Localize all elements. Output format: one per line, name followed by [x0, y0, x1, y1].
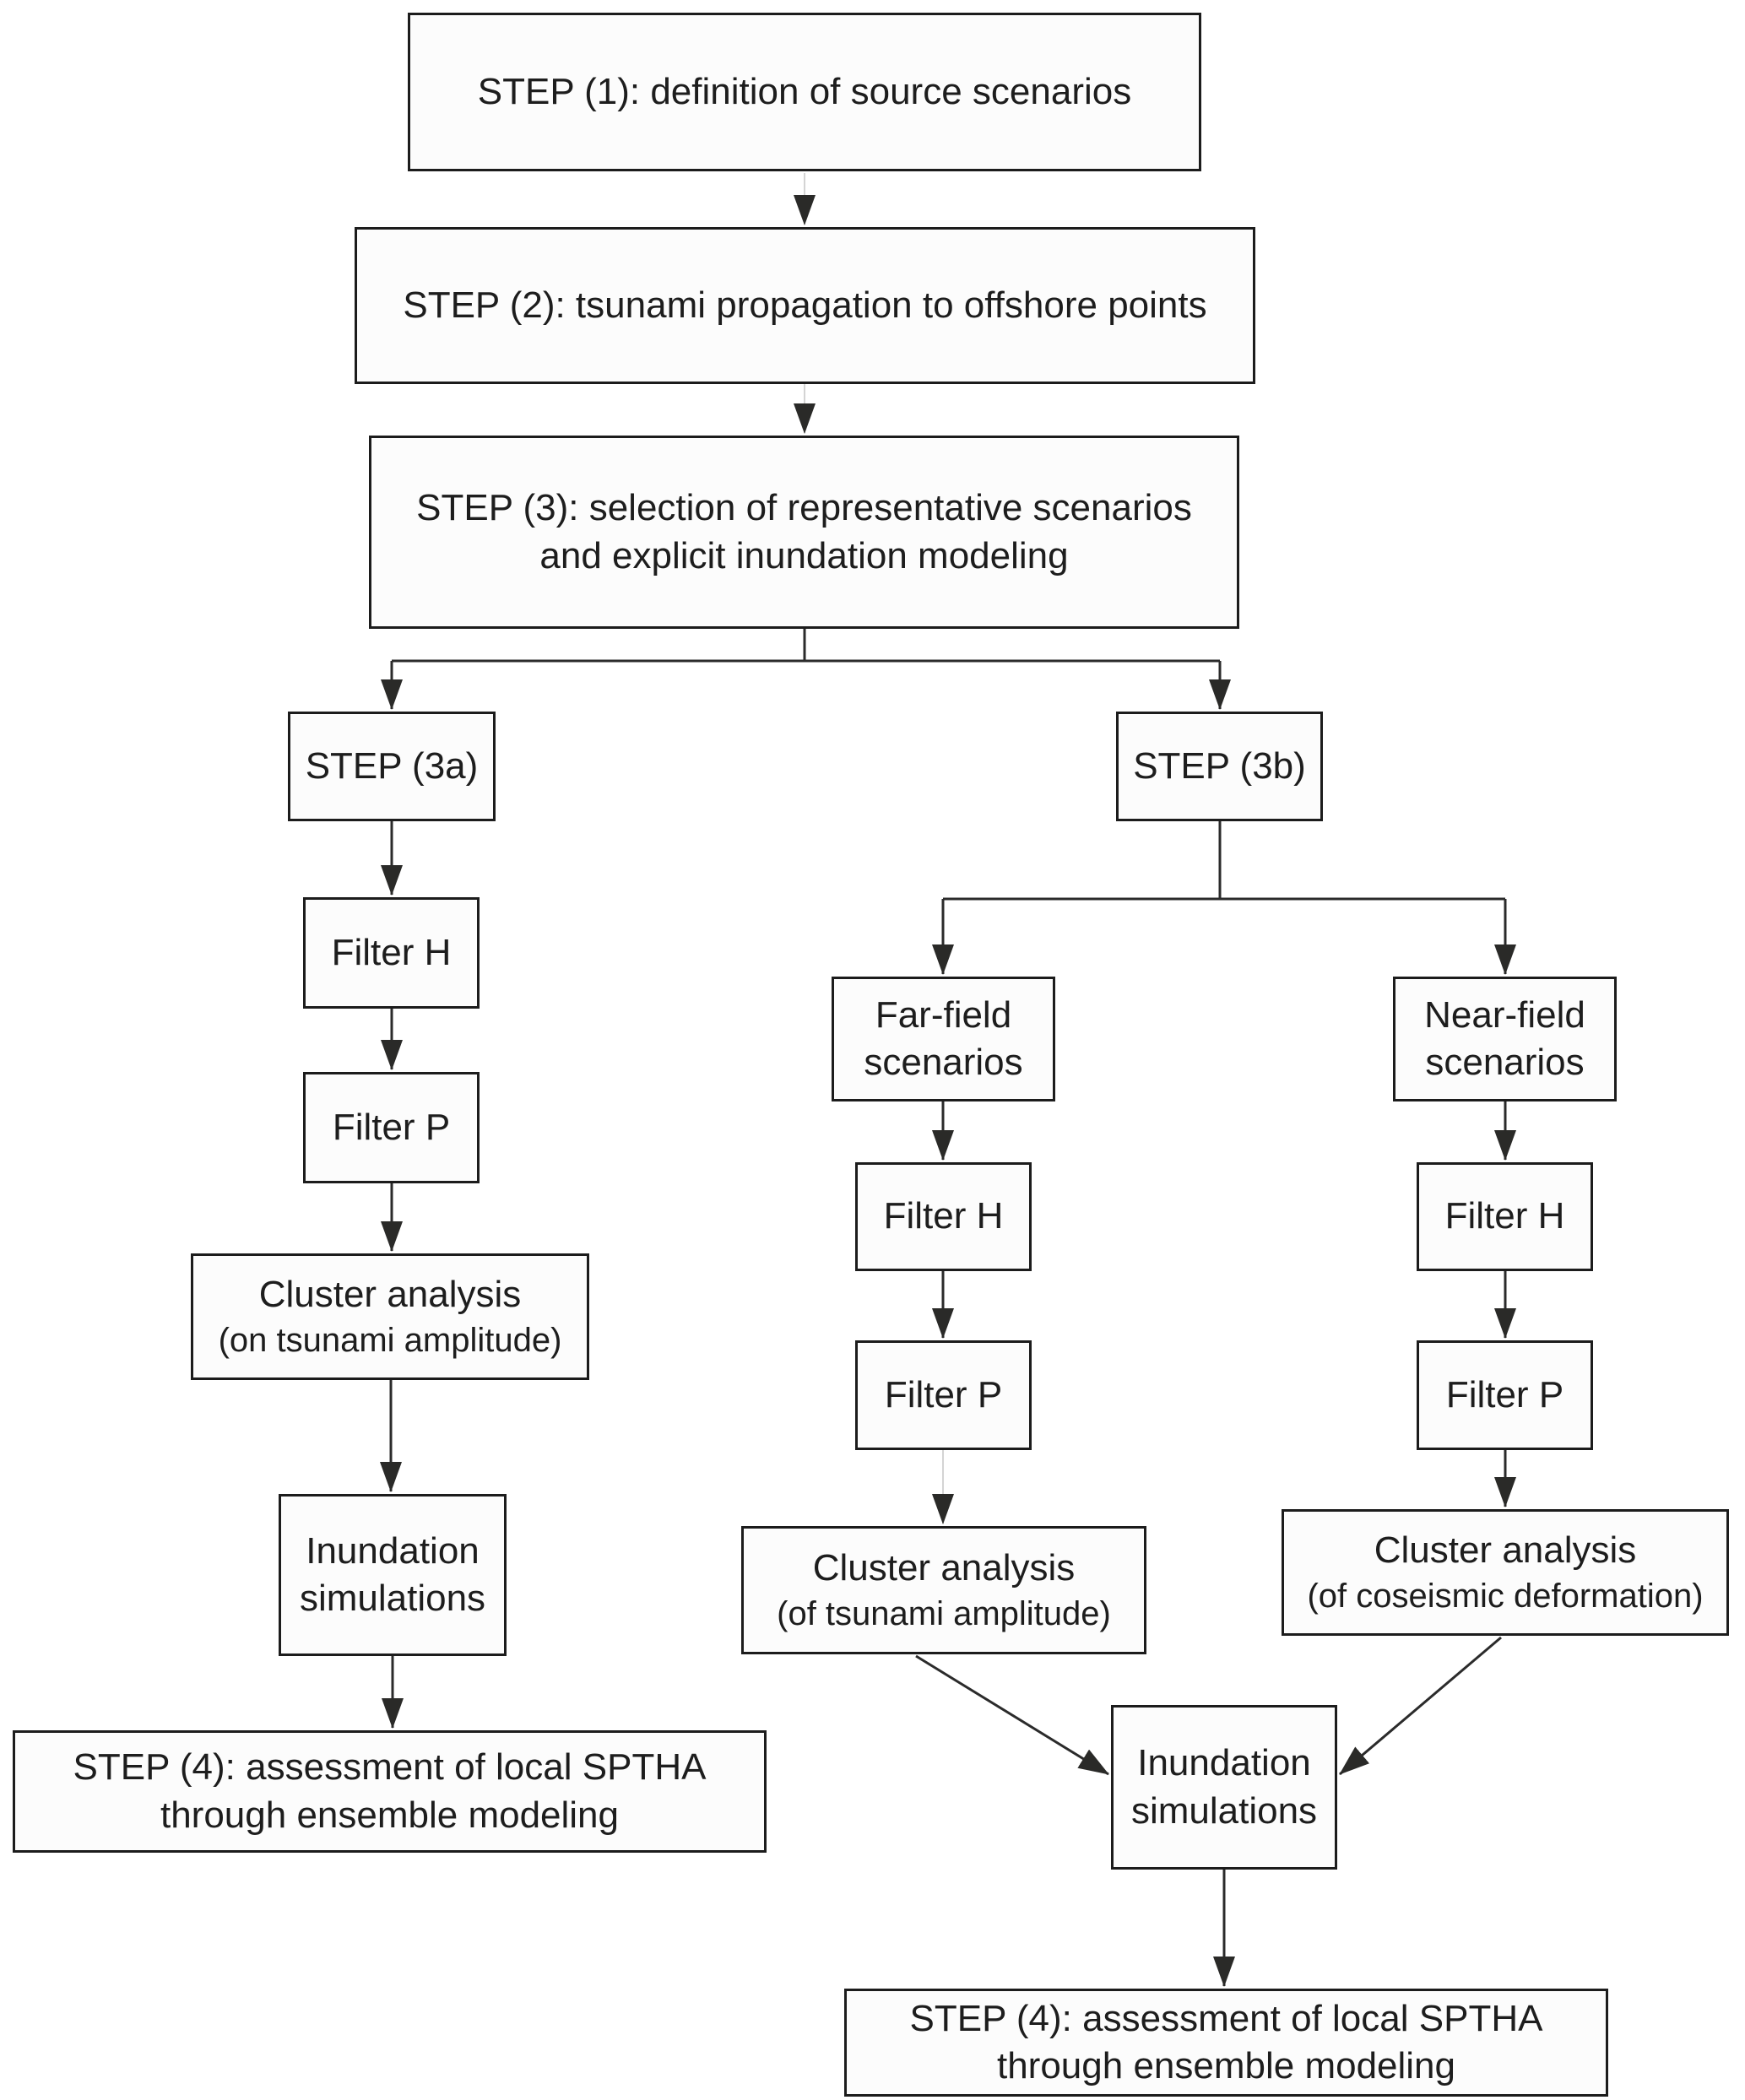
- node-far-field: Far-field scenarios: [832, 977, 1055, 1101]
- node-step2-label: STEP (2): tsunami propagation to offshor…: [403, 284, 1207, 326]
- node-filter-p-3a-label: Filter P: [332, 1106, 451, 1148]
- node-cluster-near-line2: (of coseismic deformation): [1307, 1577, 1704, 1615]
- node-near-field: Near-field scenarios: [1393, 977, 1617, 1101]
- node-filter-p-far-label: Filter P: [884, 1373, 1003, 1415]
- node-inundation-3a: Inundation simulations: [279, 1494, 507, 1656]
- node-filter-p-near-label: Filter P: [1445, 1373, 1564, 1415]
- node-step2: STEP (2): tsunami propagation to offshor…: [355, 227, 1255, 384]
- node-cluster-far-line2: (of tsunami amplitude): [777, 1594, 1111, 1632]
- node-filter-p-near: Filter P: [1417, 1340, 1593, 1450]
- node-filter-p-far: Filter P: [855, 1340, 1032, 1450]
- node-step1: STEP (1): definition of source scenarios: [408, 13, 1201, 171]
- node-near-field-line2: scenarios: [1425, 1042, 1585, 1083]
- node-step4-left-line1: STEP (4): assessment of local SPTHA: [73, 1746, 707, 1789]
- node-filter-p-3a: Filter P: [303, 1072, 480, 1183]
- node-step4-left: STEP (4): assessment of local SPTHA thro…: [13, 1730, 767, 1853]
- node-step4-right-line1: STEP (4): assessment of local SPTHA: [909, 1997, 1543, 2039]
- node-cluster-far-line1: Cluster analysis: [812, 1547, 1076, 1589]
- node-step3-line2: and explicit inundation modeling: [539, 534, 1069, 576]
- node-inundation-3a-line2: simulations: [299, 1578, 486, 1619]
- node-inundation-merge-line1: Inundation: [1137, 1742, 1311, 1784]
- node-inundation-3a-line1: Inundation: [306, 1529, 480, 1572]
- node-filter-h-near-label: Filter H: [1444, 1195, 1565, 1237]
- node-cluster-near: Cluster analysis (of coseismic deformati…: [1282, 1509, 1729, 1636]
- node-step4-right-line2: through ensemble modeling: [996, 2045, 1456, 2086]
- node-inundation-merge: Inundation simulations: [1111, 1705, 1337, 1870]
- node-far-field-line2: scenarios: [864, 1042, 1023, 1083]
- node-cluster-3a-line2: (on tsunami amplitude): [218, 1321, 562, 1359]
- node-filter-h-3a-label: Filter H: [331, 931, 452, 973]
- node-far-field-line1: Far-field: [875, 993, 1012, 1036]
- node-step3: STEP (3): selection of representative sc…: [369, 436, 1239, 629]
- node-cluster-3a-line1: Cluster analysis: [258, 1274, 522, 1316]
- node-step4-left-line2: through ensemble modeling: [160, 1794, 620, 1836]
- node-filter-h-3a: Filter H: [303, 897, 480, 1009]
- node-inundation-merge-line2: simulations: [1130, 1789, 1318, 1832]
- node-step1-label: STEP (1): definition of source scenarios: [477, 70, 1132, 112]
- node-step3b-label: STEP (3b): [1133, 744, 1306, 787]
- node-step4-right: STEP (4): assessment of local SPTHA thro…: [844, 1989, 1608, 2097]
- node-step3a: STEP (3a): [288, 712, 496, 821]
- node-filter-h-near: Filter H: [1417, 1162, 1593, 1271]
- node-filter-h-far-label: Filter H: [883, 1195, 1004, 1237]
- node-step3b: STEP (3b): [1116, 712, 1323, 821]
- node-filter-h-far: Filter H: [855, 1162, 1032, 1271]
- node-cluster-near-line1: Cluster analysis: [1374, 1529, 1637, 1572]
- node-step3-line1: STEP (3): selection of representative sc…: [416, 487, 1192, 529]
- node-step3a-label: STEP (3a): [305, 744, 479, 787]
- node-cluster-far: Cluster analysis (of tsunami amplitude): [741, 1526, 1146, 1654]
- node-near-field-line1: Near-field: [1424, 993, 1585, 1036]
- node-cluster-3a: Cluster analysis (on tsunami amplitude): [191, 1253, 589, 1380]
